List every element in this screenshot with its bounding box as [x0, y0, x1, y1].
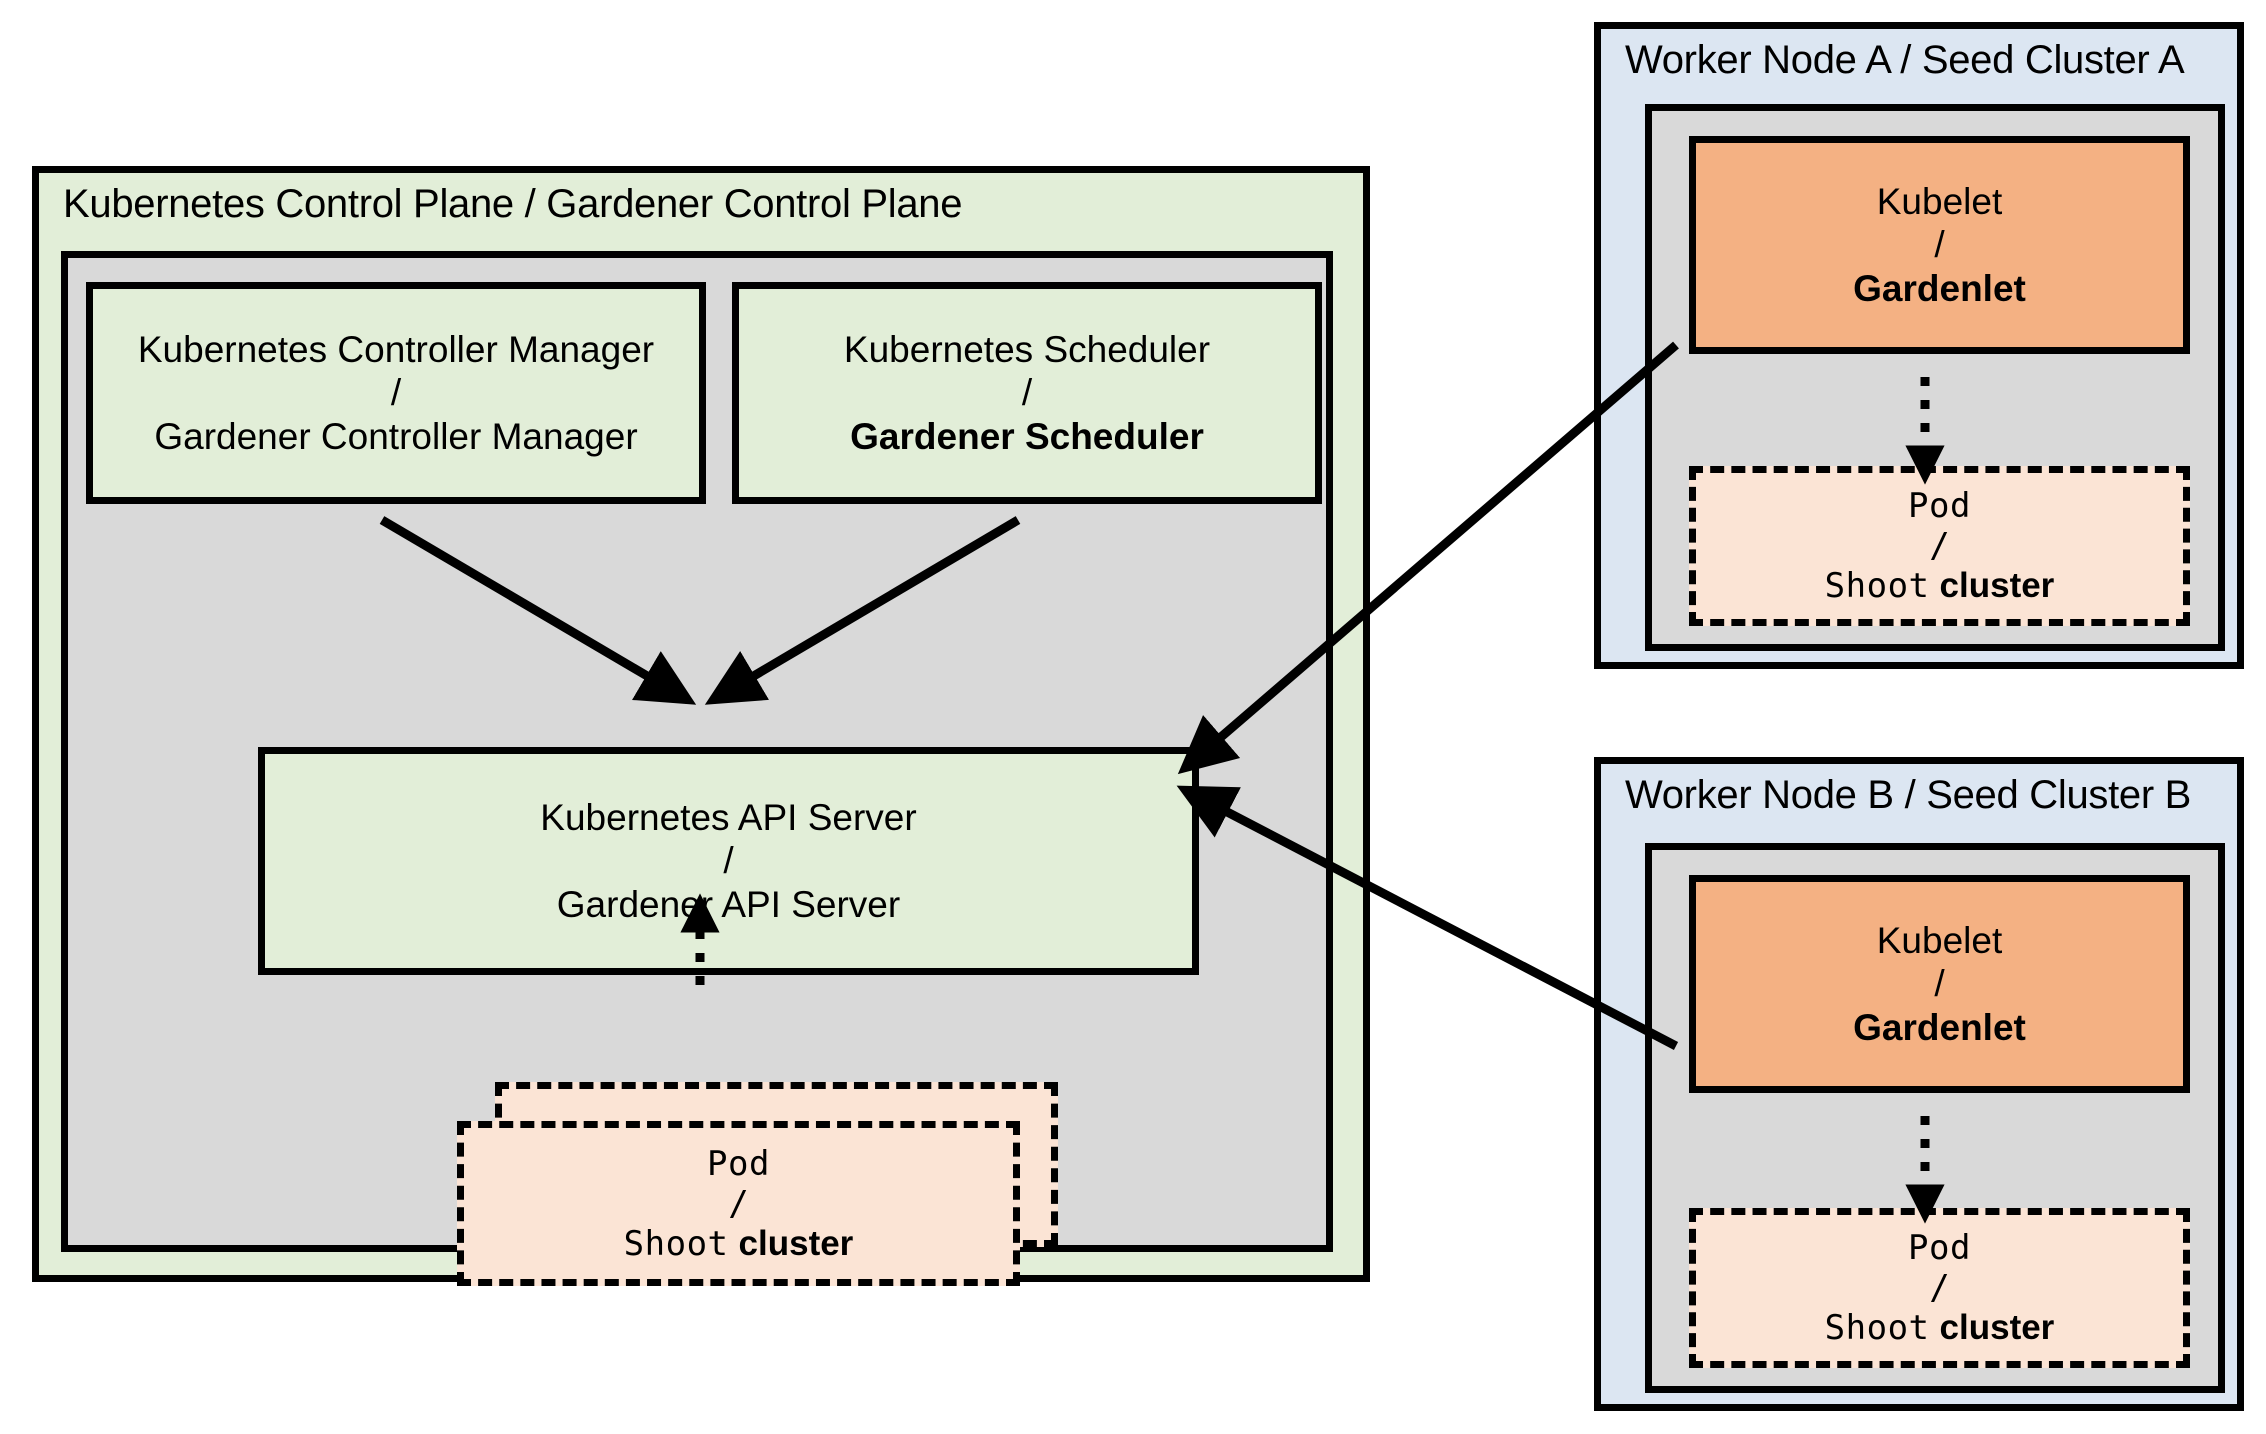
api-server-slash: /: [723, 840, 734, 882]
scheduler-line1: Kubernetes Scheduler: [843, 328, 1211, 370]
control-plane-pod-slash: /: [728, 1183, 749, 1224]
gardenlet-a-line2: Gardenlet: [1853, 267, 2026, 309]
kubernetes-api-server-box[interactable]: Kubernetes API Server / Gardener API Ser…: [258, 747, 1199, 975]
gardenlet-a-box[interactable]: Kubelet / Gardenlet: [1689, 136, 2190, 354]
seed-cluster-b-pod-cluster-label: cluster: [1939, 1308, 2055, 1347]
seed-cluster-a-panel: Worker Node A / Seed Cluster A Kubelet /…: [1594, 22, 2244, 669]
scheduler-slash: /: [1021, 372, 1033, 414]
control-plane-title: Kubernetes Control Plane / Gardener Cont…: [63, 182, 963, 226]
kubernetes-scheduler-box[interactable]: Kubernetes Scheduler / Gardener Schedule…: [732, 282, 1322, 504]
gardenlet-b-box[interactable]: Kubelet / Gardenlet: [1689, 875, 2190, 1093]
control-plane-pod-cluster-label: cluster: [738, 1223, 854, 1263]
seed-cluster-b-panel: Worker Node B / Seed Cluster B Kubelet /…: [1594, 757, 2244, 1411]
gardenlet-a-line1: Kubelet: [1876, 180, 2003, 222]
scheduler-line2: Gardener Scheduler: [850, 415, 1204, 457]
gardenlet-a-slash: /: [1934, 224, 1945, 266]
control-plane-pod-line1: Pod: [707, 1143, 770, 1184]
controller-manager-line2: Gardener Controller Manager: [154, 415, 638, 457]
seed-cluster-a-pod-line1: Pod: [1908, 486, 1971, 526]
gardenlet-b-slash: /: [1934, 963, 1945, 1005]
control-plane-inner-region: Kubernetes Controller Manager / Gardener…: [61, 251, 1333, 1286]
kubernetes-controller-manager-box[interactable]: Kubernetes Controller Manager / Gardener…: [86, 282, 706, 504]
seed-cluster-a-pod-cluster-label: cluster: [1939, 566, 2055, 605]
seed-cluster-b-pod-shoot-label: Shoot: [1824, 1308, 1930, 1348]
gardenlet-b-line2: Gardenlet: [1853, 1006, 2026, 1048]
seed-cluster-b-title: Worker Node B / Seed Cluster B: [1625, 773, 2192, 817]
api-server-line1: Kubernetes API Server: [540, 796, 917, 838]
gardenlet-b-line1: Kubelet: [1876, 919, 2003, 961]
controller-manager-slash: /: [390, 372, 402, 414]
seed-cluster-b-pod-slash: /: [1929, 1268, 1950, 1308]
seed-cluster-b-pod-line1: Pod: [1908, 1228, 1971, 1268]
seed-cluster-a-pod-slash: /: [1929, 526, 1950, 566]
control-plane-panel: Kubernetes Control Plane / Gardener Cont…: [32, 166, 1370, 1286]
seed-cluster-a-title: Worker Node A / Seed Cluster A: [1625, 38, 2185, 82]
controller-manager-line1: Kubernetes Controller Manager: [137, 328, 655, 370]
control-plane-pod-shoot-label: Shoot: [623, 1223, 729, 1264]
seed-cluster-a-pod-shoot-label: Shoot: [1824, 566, 1930, 606]
api-server-line2: Gardener API Server: [556, 883, 901, 925]
